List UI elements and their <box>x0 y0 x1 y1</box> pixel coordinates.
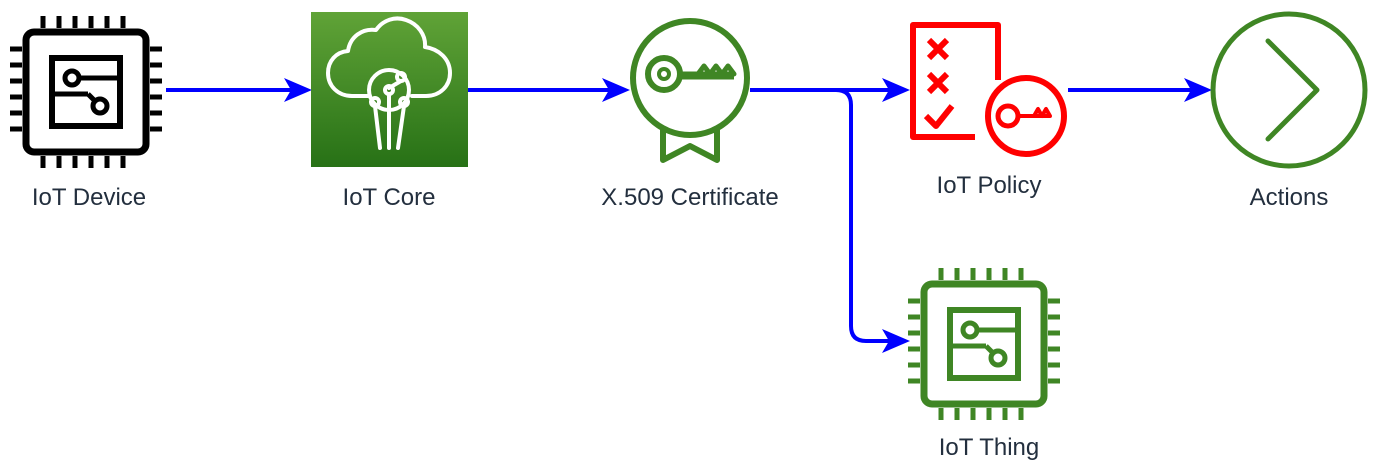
actions-label: Actions <box>1249 184 1329 211</box>
iot-device-icon <box>10 16 162 168</box>
iot-thing-label: IoT Thing <box>938 434 1040 461</box>
edge-certificate-to-thing <box>750 88 910 353</box>
chevron-circle-icon <box>1210 11 1368 169</box>
certificate-label: X.509 Certificate <box>601 184 779 211</box>
iot-policy-label: IoT Policy <box>936 172 1042 199</box>
iot-core-icon <box>311 12 468 167</box>
iot-device-label: IoT Device <box>31 184 147 211</box>
edge-policy-to-actions <box>1068 78 1212 102</box>
edge-core-to-certificate <box>468 78 630 102</box>
certificate-key-icon <box>630 18 750 163</box>
iot-thing-icon <box>908 268 1060 420</box>
edge-device-to-core <box>166 78 312 102</box>
iot-core-label: IoT Core <box>342 184 436 211</box>
policy-checklist-key-icon <box>910 22 1067 157</box>
